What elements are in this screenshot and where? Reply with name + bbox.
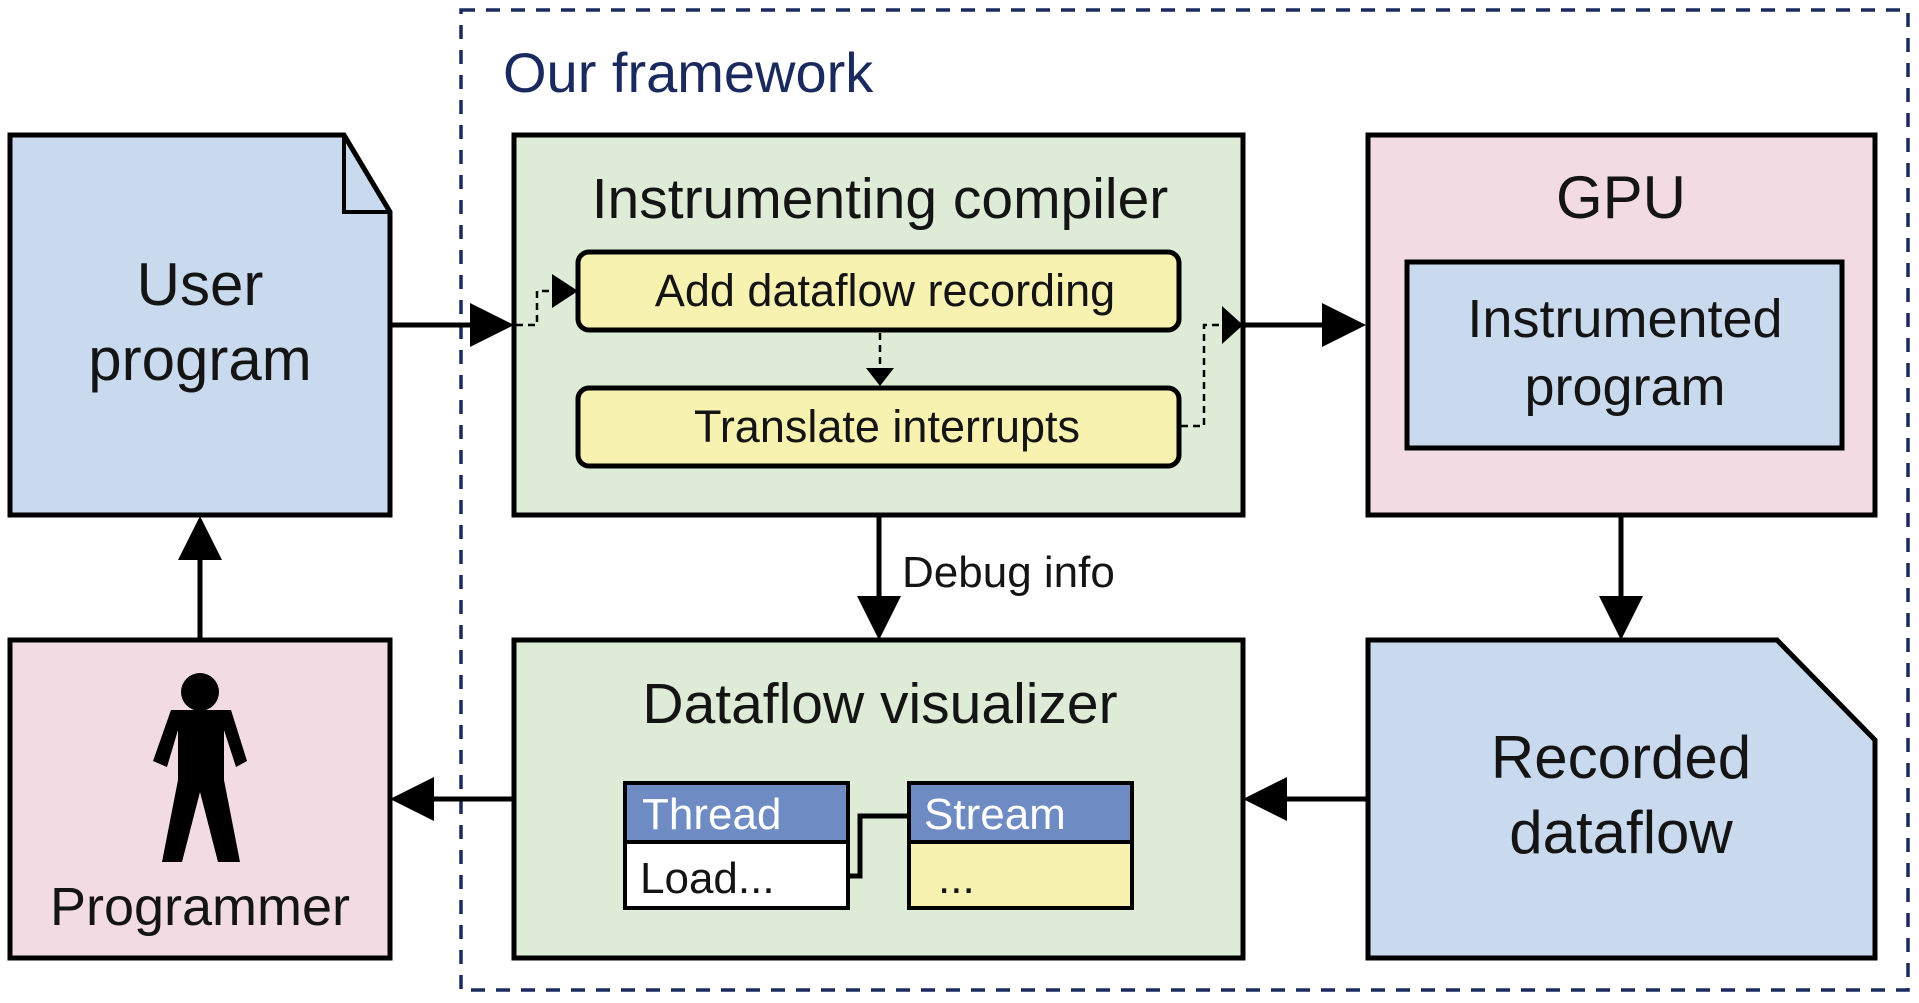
dashed-flow-in <box>516 289 558 327</box>
folded-corner <box>342 135 390 214</box>
person-icon <box>153 673 247 862</box>
edge-compiler-to-gpu <box>1243 303 1366 347</box>
document-icon <box>7 132 393 518</box>
visualizer-title: Dataflow visualizer <box>642 672 1117 736</box>
node-recorded-dataflow[interactable]: Recorded dataflow <box>1365 637 1878 961</box>
debug-info-label: Debug info <box>902 548 1115 597</box>
stream-table[interactable]: Stream ... <box>907 781 1134 910</box>
thread-table[interactable]: Thread Load... <box>623 781 850 910</box>
edge-compiler-to-visualizer: Debug info <box>857 515 1115 640</box>
table-link-line <box>848 813 909 879</box>
step-translate-interrupts[interactable] <box>575 385 1182 469</box>
node-programmer[interactable]: Programmer <box>7 637 393 961</box>
instrumented-line-2: program <box>1524 357 1725 417</box>
recorded-line-1: Recorded <box>1491 724 1751 791</box>
dashed-flow-out <box>1181 323 1222 428</box>
stream-table-header: Stream <box>924 790 1066 839</box>
programmer-label: Programmer <box>50 877 350 937</box>
edge-visualizer-to-programmer <box>390 777 514 821</box>
edge-programmer-to-user-program <box>178 516 222 640</box>
recorded-line-2: dataflow <box>1509 799 1733 866</box>
step-2-label: Translate interrupts <box>694 401 1080 452</box>
framework-title: Our framework <box>503 41 874 104</box>
edge-user-program-to-compiler <box>390 303 514 347</box>
edge-recorded-to-visualizer <box>1243 777 1368 821</box>
edge-gpu-to-recorded <box>1599 515 1643 640</box>
thread-table-header: Thread <box>642 790 781 839</box>
step-1-label: Add dataflow recording <box>655 265 1115 316</box>
stream-table-row: ... <box>938 854 975 903</box>
gpu-title: GPU <box>1556 164 1686 231</box>
node-gpu[interactable]: GPU Instrumented program <box>1365 132 1878 518</box>
compiler-title: Instrumenting compiler <box>592 167 1169 231</box>
dashed-flow-in-arrowhead <box>552 274 578 308</box>
framework-boundary <box>459 8 1910 992</box>
user-program-line-1: User <box>137 251 264 318</box>
node-dataflow-visualizer[interactable]: Dataflow visualizer Thread Load... Strea… <box>511 637 1246 961</box>
user-program-line-2: program <box>88 326 311 393</box>
instrumented-line-1: Instrumented <box>1467 289 1782 349</box>
node-instrumenting-compiler[interactable]: Instrumenting compiler Add dataflow reco… <box>511 132 1246 518</box>
thread-table-row: Load... <box>640 854 775 903</box>
dashed-flow-down-arrowhead <box>866 368 894 386</box>
dashed-flow-out-arrowhead <box>1222 306 1243 344</box>
instrumented-program-box[interactable] <box>1404 259 1845 451</box>
node-user-program[interactable]: User program <box>7 132 393 518</box>
